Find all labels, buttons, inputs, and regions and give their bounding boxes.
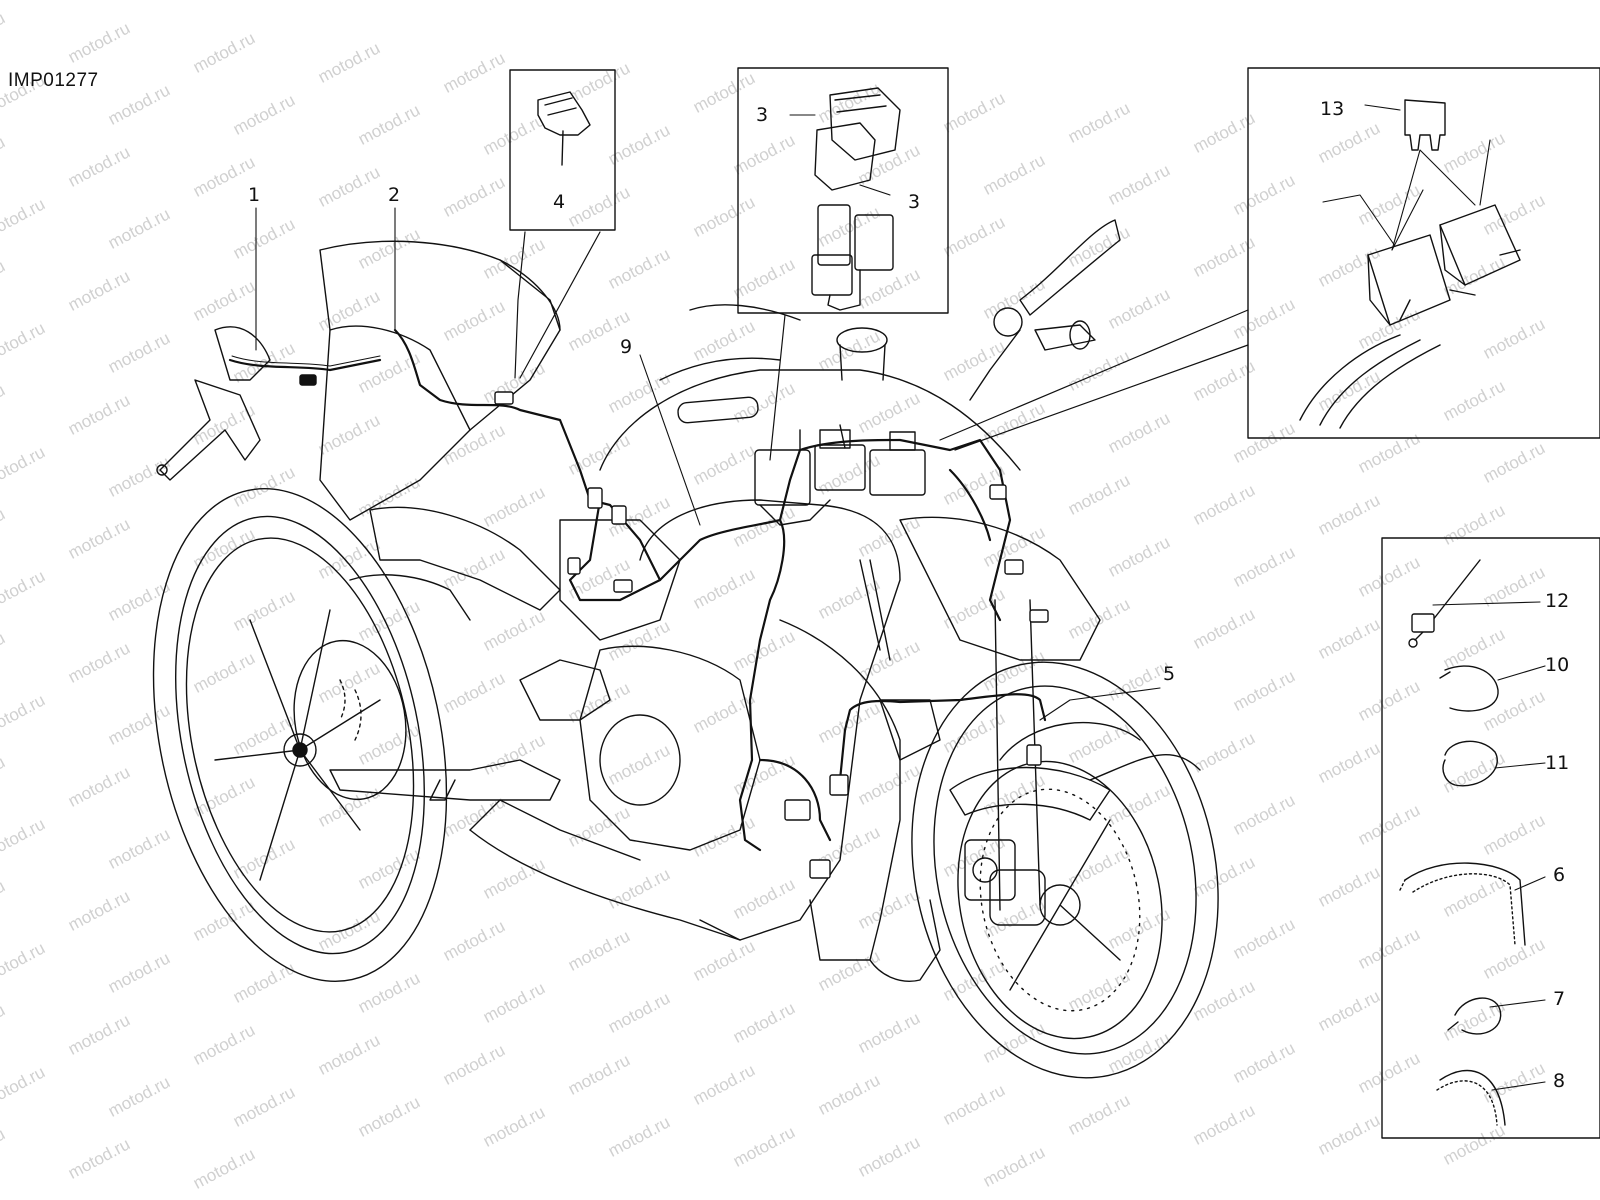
inset-box-connector <box>509 69 616 379</box>
fuse-box-cluster <box>754 424 926 526</box>
callout-10: 10 <box>1545 654 1570 676</box>
callout-3-lower: 3 <box>908 191 921 213</box>
leader-lines <box>255 207 1161 721</box>
inset-box-fuse-relays <box>939 67 1600 451</box>
callout-1: 1 <box>248 184 261 206</box>
handlebars <box>675 219 1121 424</box>
harness-connectors <box>299 374 1049 879</box>
callout-13: 13 <box>1320 98 1345 120</box>
fairing-and-tank <box>469 357 1101 982</box>
callout-7: 7 <box>1553 988 1566 1010</box>
callout-9: 9 <box>620 336 633 358</box>
diagram-id: IMP01277 <box>8 70 99 91</box>
callout-2: 2 <box>388 184 401 206</box>
inset-box-relays <box>737 67 949 461</box>
callout-5: 5 <box>1163 663 1176 685</box>
callout-4: 4 <box>553 191 566 213</box>
inset-box-clips <box>1381 537 1600 1139</box>
callout-11: 11 <box>1545 752 1570 774</box>
callout-8: 8 <box>1553 1070 1566 1092</box>
front-wheel <box>911 661 1219 1079</box>
callout-6: 6 <box>1553 864 1566 886</box>
tail-section <box>156 240 561 611</box>
callout-12: 12 <box>1545 590 1570 612</box>
callout-3-upper: 3 <box>756 104 769 126</box>
swingarm <box>329 574 611 801</box>
rear-wheel <box>152 488 448 982</box>
